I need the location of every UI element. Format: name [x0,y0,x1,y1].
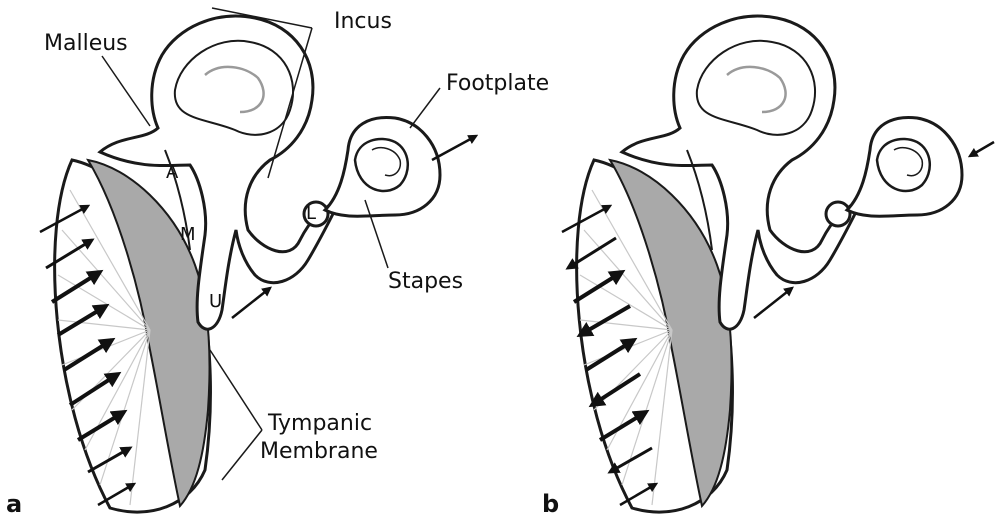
stapes-a [325,117,440,216]
label-u: U [209,291,222,312]
label-footplate: Footplate [446,71,549,96]
label-malleus: Malleus [44,31,128,56]
umbo-arrow-b [754,288,792,318]
footplate-arrow-b [970,142,994,156]
panel-b: b [542,16,994,518]
label-membrane: Membrane [260,439,378,464]
label-l: L [306,203,316,224]
footplate-arrow-a [432,136,476,160]
stapes-b [847,117,962,216]
label-a-anterior: A [166,162,179,183]
umbo-arrow-a [232,288,270,318]
label-stapes: Stapes [388,269,463,294]
label-tympanic: Tympanic [267,411,372,436]
panel-a: Malleus Incus Footplate Stapes Tympanic … [6,8,549,518]
panel-letter-b: b [542,490,559,518]
label-m: M [180,224,196,245]
panel-letter-a: a [6,490,22,518]
label-incus: Incus [334,9,392,34]
